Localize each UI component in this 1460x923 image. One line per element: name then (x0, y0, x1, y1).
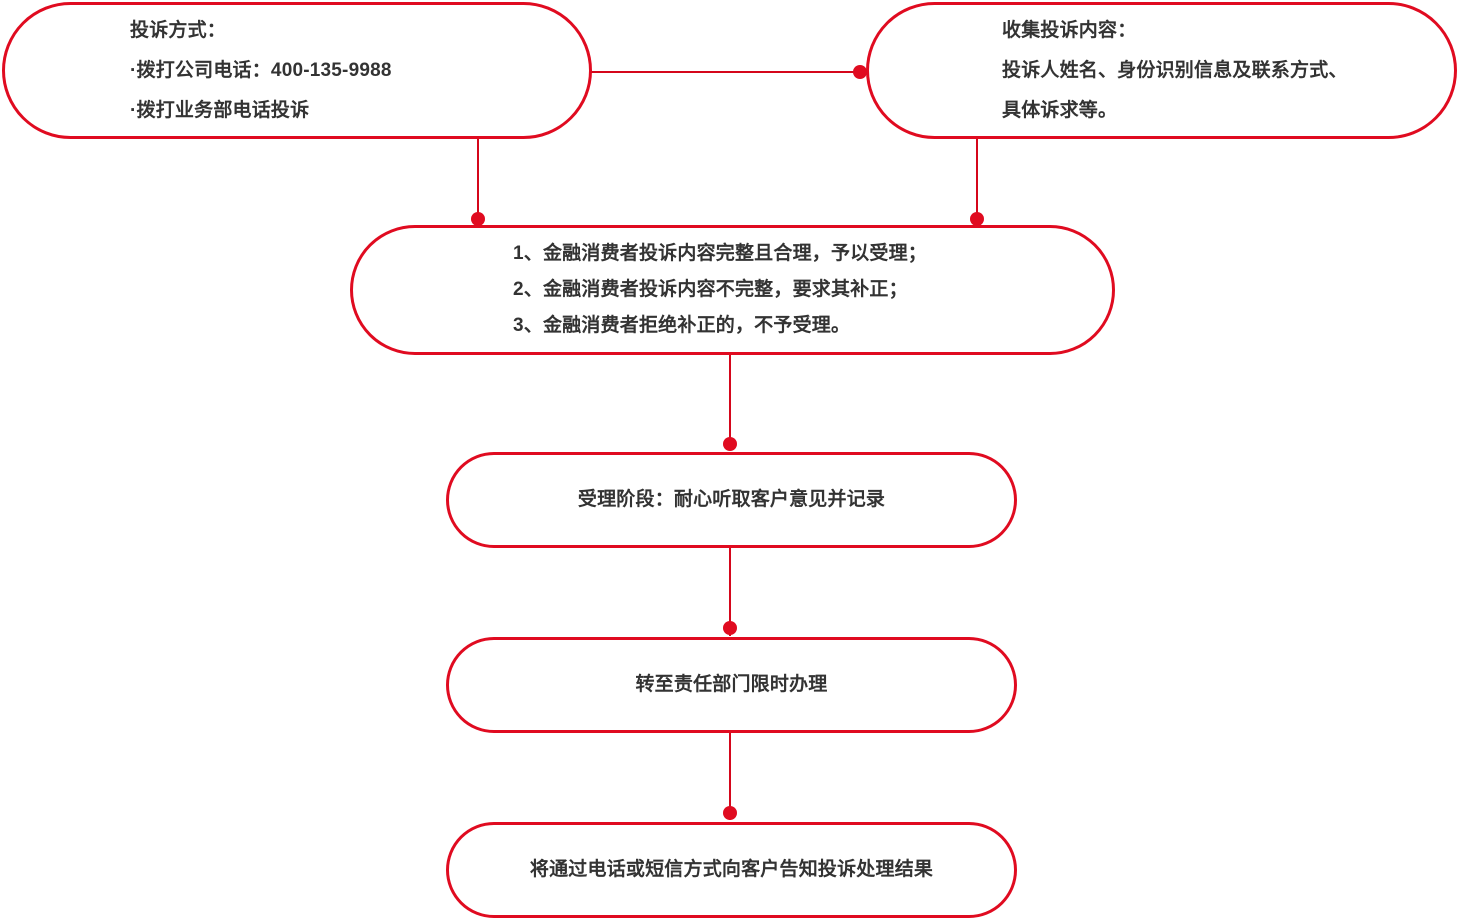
node-notify-result[interactable]: 将通过电话或短信方式向客户告知投诉处理结果 (446, 822, 1017, 918)
complaint-channels-line-1: 投诉方式： (130, 19, 227, 41)
connector-channels-to-rules (477, 138, 479, 220)
connector-dot-rules-left (471, 212, 485, 226)
node-collect-complaint-content[interactable]: 收集投诉内容： 投诉人姓名、身份识别信息及联系方式、 具体诉求等。 (866, 2, 1457, 139)
node-transfer-department[interactable]: 转至责任部门限时办理 (446, 637, 1017, 733)
complaint-channels-line-2: ·拨打公司电话：400-135-9988 (130, 59, 392, 81)
node-complaint-channels[interactable]: 投诉方式： ·拨打公司电话：400-135-9988 ·拨打业务部电话投诉 (2, 2, 592, 139)
connector-transfer-to-notify (729, 730, 731, 820)
collect-content-line-3: 具体诉求等。 (1002, 99, 1118, 121)
acceptance-rules-item-3: 3、金融消费者拒绝补正的，不予受理。 (513, 315, 851, 336)
connector-rules-to-acceptance (729, 353, 731, 448)
collect-content-line-1: 收集投诉内容： (1002, 19, 1137, 41)
acceptance-stage-label: 受理阶段：耐心听取客户意见并记录 (577, 489, 886, 510)
connector-acceptance-to-transfer (729, 546, 731, 636)
connector-dot-transfer (723, 621, 737, 635)
node-acceptance-rules[interactable]: 1、金融消费者投诉内容完整且合理，予以受理； 2、金融消费者投诉内容不完整，要求… (350, 225, 1115, 355)
connector-dot-rules-right (970, 212, 984, 226)
connector-dot-collect-left (853, 65, 867, 79)
connector-collect-to-rules (976, 138, 978, 220)
notify-result-label: 将通过电话或短信方式向客户告知投诉处理结果 (529, 859, 934, 880)
acceptance-rules-item-2: 2、金融消费者投诉内容不完整，要求其补正； (513, 279, 908, 300)
connector-dot-notify (723, 806, 737, 820)
transfer-department-label: 转至责任部门限时办理 (635, 674, 828, 695)
node-acceptance-stage[interactable]: 受理阶段：耐心听取客户意见并记录 (446, 452, 1017, 548)
connector-dot-acceptance (723, 437, 737, 451)
collect-content-line-2: 投诉人姓名、身份识别信息及联系方式、 (1002, 59, 1348, 81)
connector-channels-to-collect (590, 71, 868, 73)
acceptance-rules-item-1: 1、金融消费者投诉内容完整且合理，予以受理； (513, 243, 927, 264)
complaint-channels-line-3: ·拨打业务部电话投诉 (130, 99, 310, 121)
